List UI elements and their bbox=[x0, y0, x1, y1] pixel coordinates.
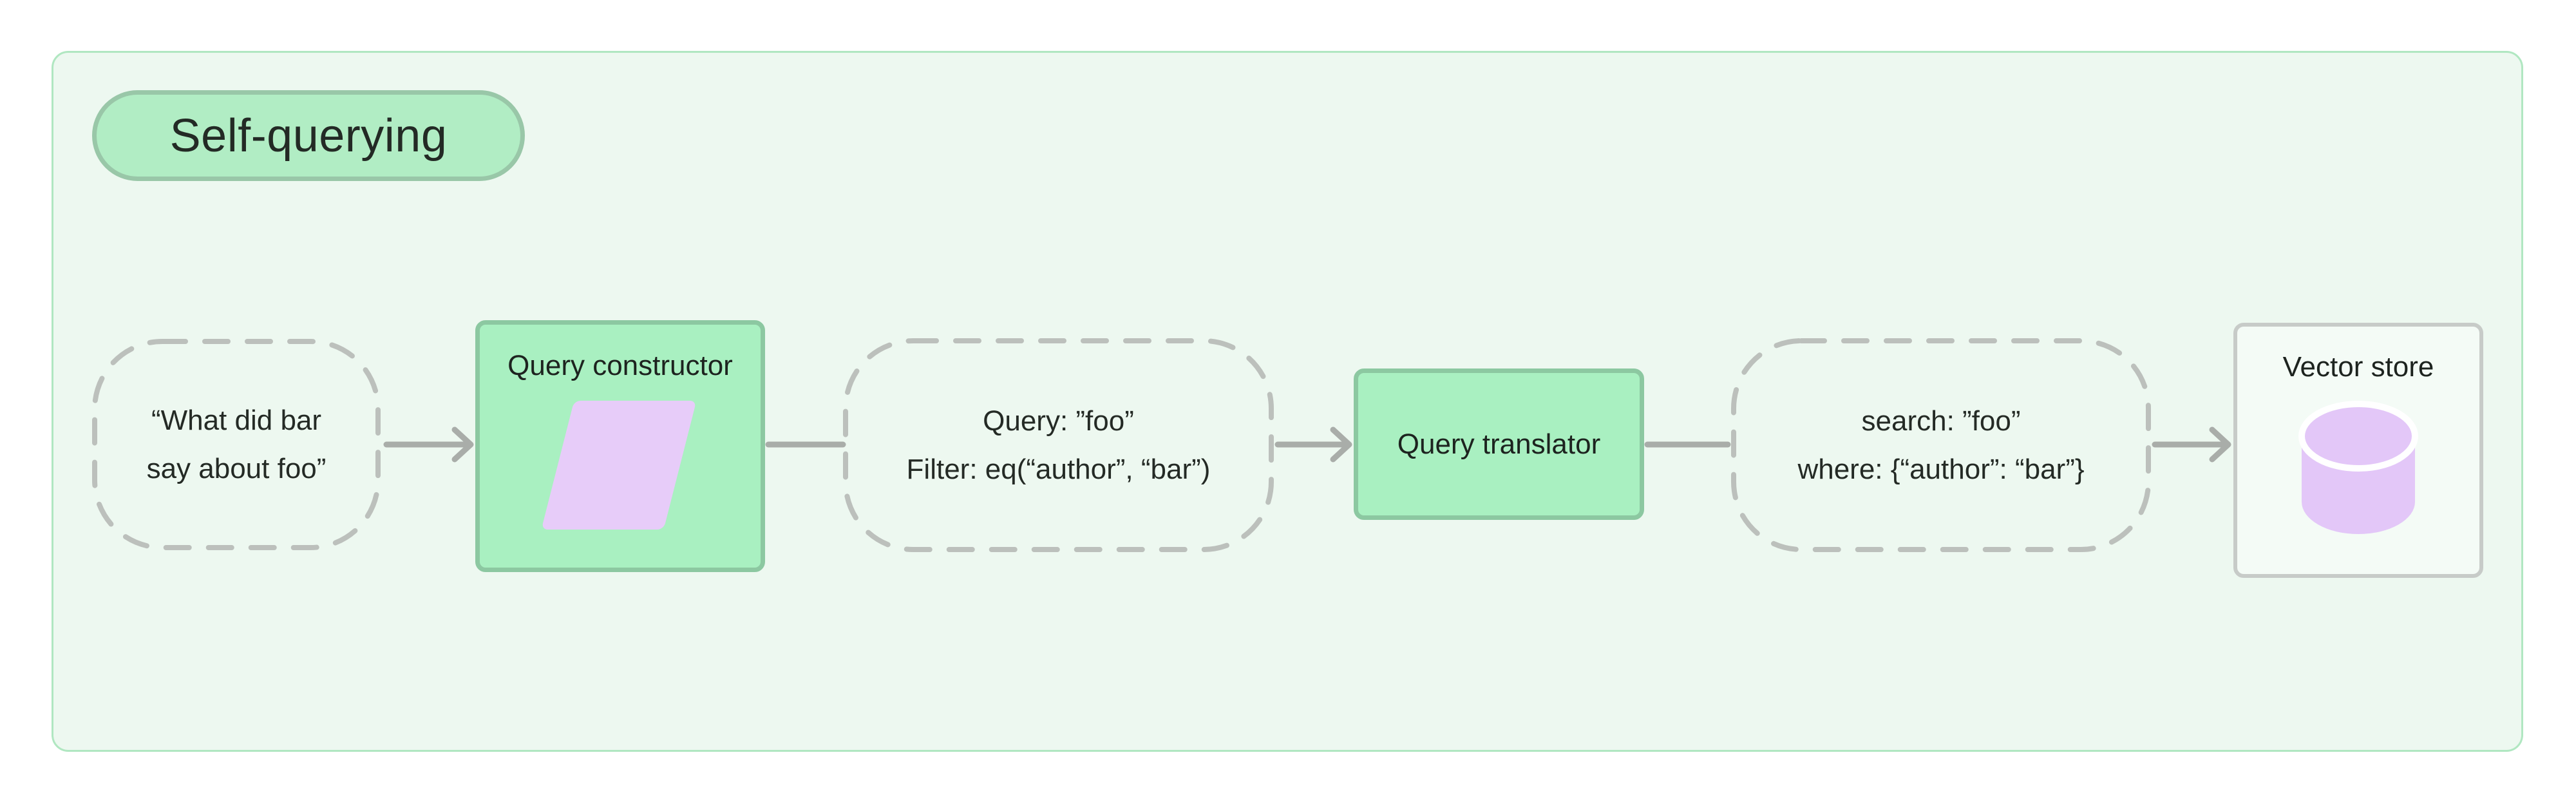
text-line: Filter: eq(“author”, “bar”) bbox=[906, 454, 1211, 485]
text-line: “What did bar bbox=[151, 405, 322, 436]
diagram-title-badge: Self-querying bbox=[92, 90, 525, 181]
dashed-border bbox=[92, 339, 381, 550]
node-query-translator-title: Query translator bbox=[1397, 428, 1601, 460]
node-query-translator: Query translator bbox=[1354, 368, 1644, 520]
text-line: Query: ”foo” bbox=[983, 405, 1134, 437]
text-line: search: ”foo” bbox=[1861, 405, 2021, 437]
node-structured-query: Query: ”foo” Filter: eq(“author”, “bar”) bbox=[842, 338, 1274, 553]
dashed-border bbox=[843, 338, 1274, 552]
node-translated-query: search: ”foo” where: {“author”: “bar”} bbox=[1730, 338, 2152, 553]
database-icon bbox=[2298, 401, 2418, 534]
node-structured-query-text: Query: ”foo” Filter: eq(“author”, “bar”) bbox=[842, 338, 1274, 553]
node-translated-query-text: search: ”foo” where: {“author”: “bar”} bbox=[1730, 338, 2152, 553]
diagram-title: Self-querying bbox=[169, 110, 448, 162]
parallelogram-icon bbox=[541, 401, 697, 530]
text-line: say about foo” bbox=[146, 453, 327, 484]
node-user-question-text: “What did bar say about foo” bbox=[91, 338, 381, 551]
text-line: where: {“author”: “bar”} bbox=[1797, 454, 2085, 485]
node-vector-store-title: Vector store bbox=[2282, 351, 2434, 383]
dashed-border bbox=[1731, 338, 2151, 552]
node-query-constructor-title: Query constructor bbox=[507, 350, 733, 381]
node-user-question: “What did bar say about foo” bbox=[91, 338, 381, 551]
node-vector-store: Vector store bbox=[2233, 323, 2483, 578]
node-query-constructor: Query constructor bbox=[475, 320, 765, 572]
